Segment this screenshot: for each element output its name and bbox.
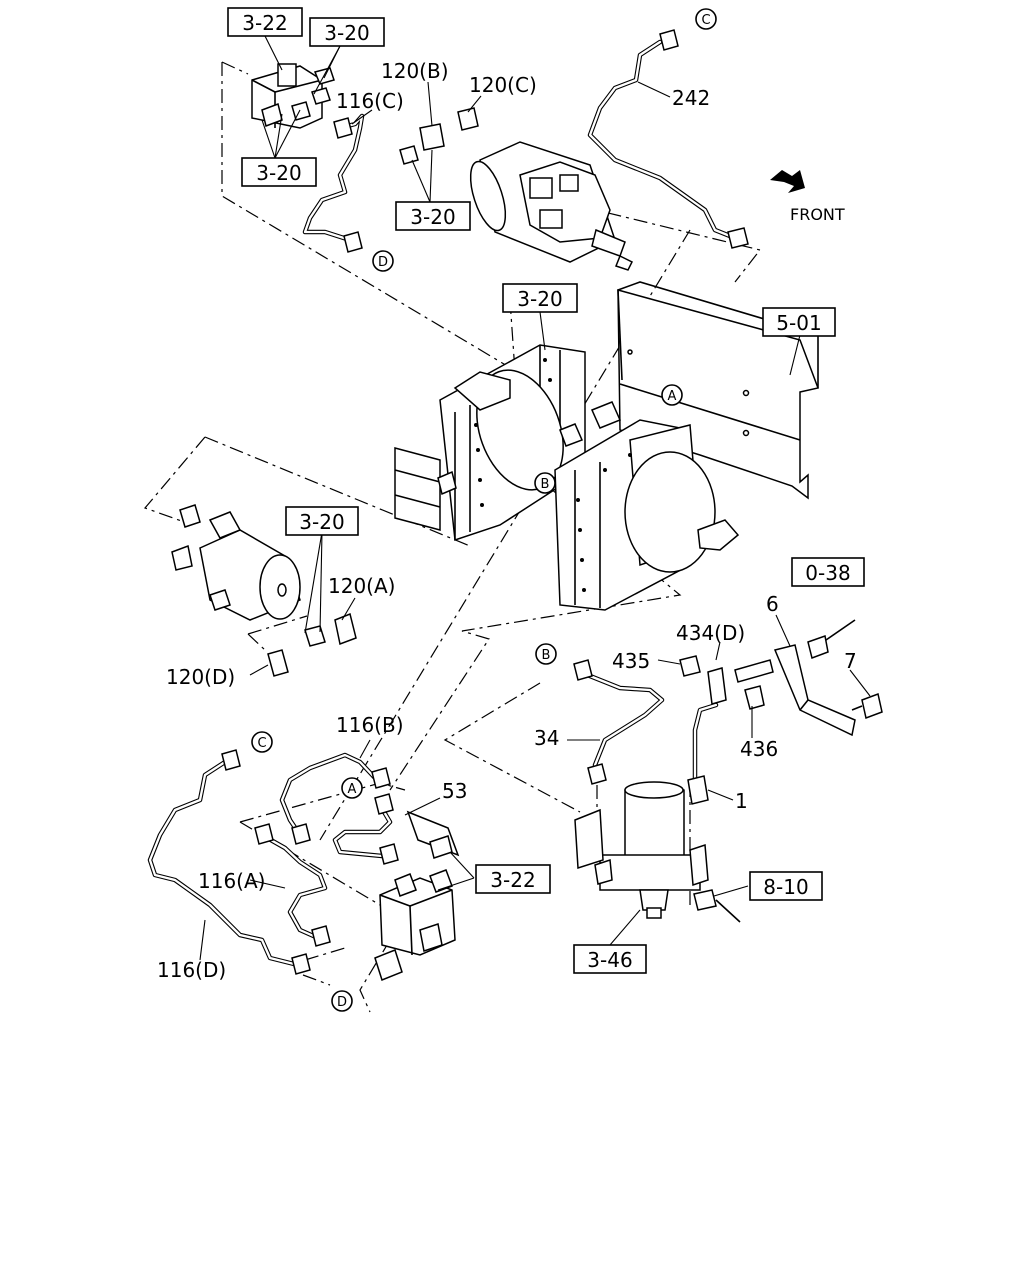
- hardware-434-436: [679, 655, 774, 710]
- part-7-label: 7: [844, 649, 857, 673]
- ref-label: 3-46: [587, 948, 632, 972]
- ref-3-20-d[interactable]: 3-20: [502, 283, 578, 313]
- part-116a-label: 116(A): [198, 869, 265, 893]
- ref-label: 0-38: [805, 561, 850, 585]
- ref-3-20-a[interactable]: 3-20: [309, 17, 385, 47]
- svg-text:C: C: [701, 13, 710, 28]
- connector-markers: C D A B B C A D: [251, 8, 717, 1012]
- bracket-6-7: [773, 619, 883, 737]
- connector-b-low: B: [535, 643, 557, 665]
- part-120b-label: 120(B): [381, 59, 449, 83]
- hose-1: [687, 702, 719, 805]
- connector-d-low: D: [331, 990, 353, 1012]
- pipe-116b: [279, 752, 391, 845]
- pipe-34: [573, 659, 665, 785]
- tank-bracket-right: [554, 419, 740, 611]
- ref-label: 5-01: [776, 311, 821, 335]
- svg-text:A: A: [668, 389, 677, 404]
- connector-8-10: [693, 889, 741, 923]
- bracket-53: [406, 810, 460, 859]
- connector-c-top: C: [695, 8, 717, 30]
- part-120a-label: 120(A): [328, 574, 395, 598]
- part-116d-label: 116(D): [157, 958, 226, 982]
- valve-3-22-top: [251, 63, 335, 129]
- connector-b-mid: B: [534, 472, 556, 494]
- connector-c-low: C: [251, 731, 273, 753]
- part-1-label: 1: [735, 789, 748, 813]
- part-116c-label: 116(C): [336, 89, 404, 113]
- part-116b-label: 116(B): [336, 713, 404, 737]
- part-53-label: 53: [442, 779, 467, 803]
- ref-8-10[interactable]: 8-10: [749, 871, 823, 901]
- pipe-53: [332, 793, 399, 865]
- svg-text:B: B: [542, 648, 551, 663]
- ref-3-22-top[interactable]: 3-22: [227, 7, 303, 37]
- front-label: FRONT: [790, 205, 845, 224]
- valve-3-22-bottom: [374, 869, 456, 981]
- part-435-label: 435: [612, 649, 650, 673]
- connector-a-mid: A: [661, 384, 683, 406]
- svg-text:B: B: [541, 477, 550, 492]
- fittings-120-left: [267, 612, 357, 677]
- ref-label: 3-20: [410, 205, 455, 229]
- ref-3-22-bottom[interactable]: 3-22: [475, 864, 551, 894]
- ref-label: 3-20: [256, 161, 301, 185]
- ref-5-01[interactable]: 5-01: [762, 307, 836, 337]
- ref-3-20-e[interactable]: 3-20: [285, 506, 359, 536]
- svg-text:C: C: [257, 736, 266, 751]
- air-dryer-3-46: [574, 781, 709, 919]
- connector-a-low: A: [341, 777, 363, 799]
- svg-text:A: A: [348, 782, 357, 797]
- tank-left: [171, 504, 301, 621]
- ref-label: 3-22: [490, 868, 535, 892]
- svg-text:D: D: [378, 255, 388, 270]
- ref-label: 3-20: [324, 21, 369, 45]
- pipe-116d: [147, 749, 311, 975]
- part-436-label: 436: [740, 737, 778, 761]
- ref-label: 3-20: [517, 287, 562, 311]
- part-120c-label: 120(C): [469, 73, 537, 97]
- ref-label: 3-22: [242, 11, 287, 35]
- part-34-label: 34: [534, 726, 559, 750]
- leader-lines: [199, 35, 871, 961]
- fittings-120-top: [399, 107, 479, 165]
- small-fittings-center: [437, 401, 622, 496]
- part-434d-label: 434(D): [676, 621, 745, 645]
- svg-text:D: D: [337, 995, 347, 1010]
- ref-label: 3-20: [299, 510, 344, 534]
- tank-top: [469, 141, 634, 271]
- pipe-242: [587, 29, 749, 249]
- connector-d-top: D: [372, 250, 394, 272]
- ref-3-46[interactable]: 3-46: [573, 944, 647, 974]
- part-242-label: 242: [672, 86, 710, 110]
- front-direction-indicator: FRONT: [770, 170, 845, 224]
- ref-0-38[interactable]: 0-38: [791, 557, 865, 587]
- part-labels: 116(C) 120(B) 120(C) 242 120(A) 120(D) 4…: [157, 59, 857, 982]
- ref-3-20-c[interactable]: 3-20: [395, 201, 471, 231]
- front-arrow-icon: [770, 170, 805, 193]
- ref-3-20-b[interactable]: 3-20: [241, 157, 317, 187]
- part-120d-label: 120(D): [166, 665, 235, 689]
- part-6-label: 6: [766, 592, 779, 616]
- ref-label: 8-10: [763, 875, 808, 899]
- pipe-116a: [254, 823, 331, 947]
